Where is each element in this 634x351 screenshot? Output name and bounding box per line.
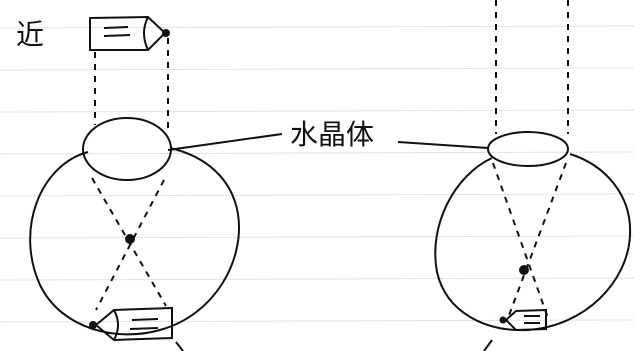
left-lens bbox=[83, 118, 171, 180]
label-leader-right bbox=[398, 142, 488, 148]
right-incoming-rays bbox=[496, 0, 568, 134]
near-label: 近 bbox=[16, 18, 44, 51]
label-leader-left bbox=[168, 134, 282, 150]
left-eyeball bbox=[30, 148, 239, 334]
right-internal-rays bbox=[493, 163, 566, 318]
left-incoming-rays bbox=[95, 38, 168, 128]
left-internal-rays bbox=[92, 178, 166, 310]
right-eyeball bbox=[435, 154, 630, 330]
stray-marks bbox=[176, 340, 492, 351]
right-lens bbox=[488, 132, 568, 166]
pencil-object-icon bbox=[90, 17, 169, 50]
right-focal-point bbox=[519, 265, 529, 275]
ruled-lines bbox=[0, 26, 634, 322]
lens-label: 水晶体 bbox=[290, 118, 374, 151]
left-focal-point bbox=[125, 234, 135, 244]
